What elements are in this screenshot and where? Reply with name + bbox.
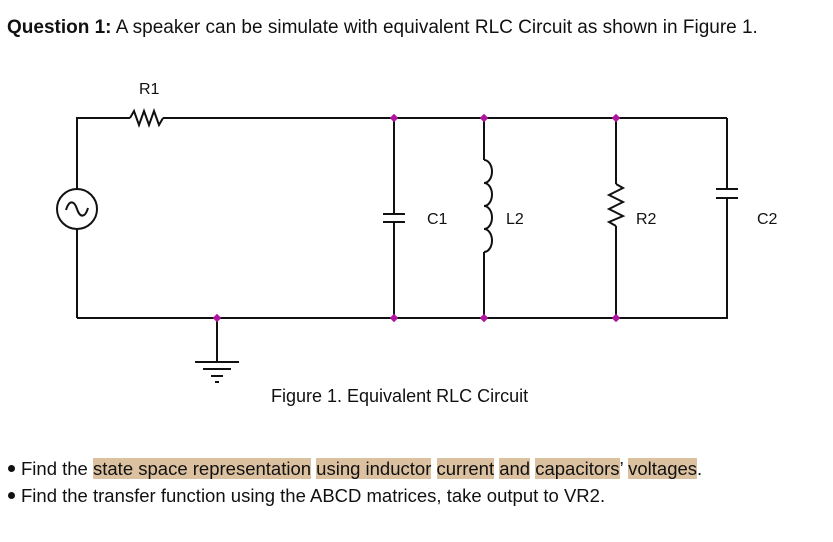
task-text: Find the transfer function using the ABC… (21, 485, 605, 506)
question-text: Question 1: A speaker can be simulate wi… (7, 17, 758, 39)
wire-bottom (77, 198, 728, 319)
highlighted-text: capacitors (535, 458, 620, 479)
node (389, 113, 399, 123)
bullet-icon (8, 492, 15, 500)
task-item: Find the transfer function using the ABC… (6, 482, 702, 509)
c2-capacitor-icon (716, 188, 738, 199)
task-text-segment (431, 458, 436, 479)
wire-top-left (76, 117, 130, 190)
highlighted-text: voltages (628, 458, 698, 479)
node (611, 313, 621, 323)
r1-resistor-icon (129, 108, 164, 128)
highlighted-text: state space representation (93, 458, 312, 479)
highlighted-text: current (436, 458, 495, 479)
node (389, 313, 399, 323)
junction-nodes (212, 113, 621, 323)
task-text-segment: ’ (619, 458, 629, 479)
ground-icon (195, 361, 239, 383)
task-text-segment: Find the transfer function using the ABC… (21, 485, 606, 506)
figure-caption: Figure 1. Equivalent RLC Circuit (271, 386, 529, 406)
highlighted-text: using inductor (316, 458, 432, 479)
question-label: Question 1: (7, 17, 112, 38)
task-text-segment: . (697, 458, 703, 479)
label-c1: C1 (427, 211, 448, 228)
label-c2: C2 (757, 211, 778, 228)
task-text: Find the state space representation usin… (21, 458, 702, 479)
question-body: A speaker can be simulate with equivalen… (111, 17, 758, 38)
c1-capacitor-icon (383, 213, 405, 223)
task-list: Find the state space representation usin… (6, 455, 702, 509)
node (479, 313, 489, 323)
r2-resistor-icon (606, 183, 626, 227)
label-l2: L2 (506, 211, 524, 228)
node (212, 313, 222, 323)
label-r2: R2 (636, 211, 657, 228)
l2-inductor-icon (483, 159, 493, 253)
highlighted-text: and (499, 458, 531, 479)
label-r1: R1 (139, 81, 160, 98)
task-text-segment: Find the (21, 458, 93, 479)
ac-voltage-source-icon (56, 188, 98, 230)
bullet-icon (8, 465, 15, 473)
node (611, 113, 621, 123)
task-item: Find the state space representation usin… (6, 455, 702, 482)
wires (76, 108, 728, 362)
node (479, 113, 489, 123)
